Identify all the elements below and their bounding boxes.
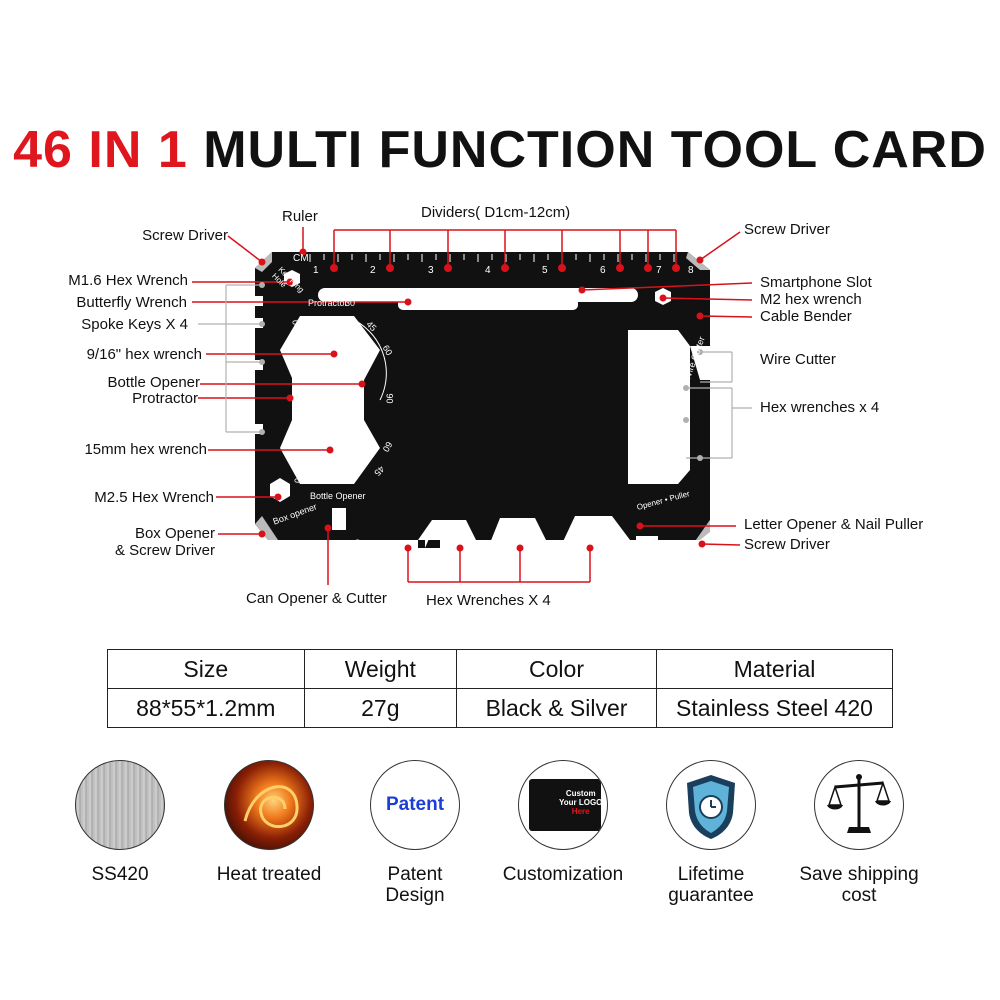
spec-value: 27g: [303, 688, 458, 728]
label-letter-opener: Letter Opener & Nail Puller: [744, 516, 924, 533]
feature-ss420: SS420: [45, 760, 195, 885]
bottom-teeth-edge: [418, 516, 630, 548]
label-9-16-hex-wrench: 9/16" hex wrench: [86, 346, 202, 363]
bottom-left-screwdriver: [255, 516, 278, 540]
title-text: MULTI FUNCTION TOOL CARD: [203, 121, 987, 179]
spoke-key-notches: [255, 296, 263, 434]
protractor-mark: 0: [293, 477, 304, 484]
grey-dots: [259, 282, 703, 461]
ruler-number: 4: [485, 265, 491, 276]
shield-icon: [687, 775, 735, 839]
label-butterfly-wrench: Butterfly Wrench: [76, 294, 187, 311]
feature-label: Lifetime guarantee: [668, 864, 754, 906]
custom-card-icon: Custom Your LOGO Here: [518, 760, 608, 850]
label-wire-cutter: Wire Cutter: [760, 351, 836, 368]
balance-scale-icon: [814, 760, 904, 850]
label-smartphone-slot: Smartphone Slot: [760, 274, 872, 291]
ruler-number: 6: [600, 265, 606, 276]
label-screw-driver-top-right: Screw Driver: [744, 221, 830, 238]
label-cable-bender: Cable Bender: [760, 308, 852, 325]
spec-header: Weight: [303, 649, 458, 689]
shield-clock-icon: [666, 760, 756, 850]
label-box-opener: Box Opener: [134, 525, 215, 542]
can-opener-notch: [332, 508, 346, 530]
heat-swirl-icon: [243, 785, 299, 829]
tool-card-illustration: [192, 227, 753, 585]
brushed-steel-icon: [75, 760, 165, 850]
protractor-mark: 90: [384, 393, 395, 404]
label-hex-wrenches-x4-right: Hex wrenches x 4: [760, 399, 880, 416]
feature-label: Save shipping cost: [799, 864, 919, 906]
label-spoke-keys: Spoke Keys X 4: [81, 316, 188, 333]
protractor-word: Protractor: [308, 298, 348, 308]
label-protractor: Protractor: [132, 390, 198, 407]
feature-heat-treated: Heat treated: [194, 760, 344, 885]
bottle-opener-engraving: Bottle Opener: [310, 491, 366, 501]
large-hex-cutout: [280, 316, 380, 484]
feature-label: SS420: [91, 864, 149, 885]
ruler-number: 3: [428, 265, 434, 276]
spec-value: 88*55*1.2mm: [107, 688, 305, 728]
title-count: 46 IN 1: [13, 121, 188, 179]
tool-card-diagram: CM 1 2 3 4 5 6 7 8 Key Ring Hole Protrac…: [0, 190, 1000, 620]
feature-label: Customization: [502, 864, 624, 885]
custom-logo-text: Custom Your LOGO Here: [559, 789, 603, 816]
label-bottle-opener: Bottle Opener: [107, 374, 200, 391]
patent-icon: Patent: [370, 760, 460, 850]
label-15mm-hex-wrench: 15mm hex wrench: [84, 441, 207, 458]
grey-brackets: [198, 284, 752, 459]
label-dividers: Dividers( D1cm-12cm): [421, 204, 571, 221]
label-can-opener: Can Opener & Cutter: [246, 590, 387, 607]
spec-header: Material: [656, 649, 893, 689]
ruler-number: 5: [542, 265, 548, 276]
label-screw-driver-bottom-right: Screw Driver: [744, 536, 830, 553]
spec-value: Black & Silver: [456, 688, 657, 728]
label-m2-hex-wrench: M2 hex wrench: [760, 291, 862, 308]
page-title: 46 IN 1 MULTI FUNCTION TOOL CARD: [0, 122, 1000, 178]
ruler-number: 2: [370, 265, 376, 276]
bottom-right-screwdriver: [696, 520, 710, 540]
leader-lines: [192, 227, 753, 585]
right-hex-cutout: [628, 330, 690, 484]
label-ruler: Ruler: [282, 208, 318, 225]
letter-opener-slot: [636, 536, 658, 541]
ruler-number: 8: [688, 265, 694, 276]
heat-treat-icon: [224, 760, 314, 850]
label-screw-driver-top-left: Screw Driver: [142, 227, 228, 244]
feature-shipping: Save shipping cost: [784, 760, 934, 906]
dividers-bracket: [333, 229, 677, 268]
feature-label: Patent Design: [385, 864, 445, 906]
spec-table: Size Weight Color Material 88*55*1.2mm 2…: [107, 649, 893, 728]
leader-dots: [258, 248, 706, 552]
protractor-mark: 0: [291, 319, 302, 326]
label-m16-hex-wrench: M1.6 Hex Wrench: [68, 272, 188, 289]
spec-header-row: Size Weight Color Material: [107, 649, 893, 689]
spec-value: Stainless Steel 420: [656, 688, 893, 728]
spec-header: Color: [456, 649, 657, 689]
patent-word: Patent: [385, 794, 445, 815]
ruler-unit: CM: [293, 253, 309, 264]
card-body: [255, 252, 710, 548]
spec-value-row: 88*55*1.2mm 27g Black & Silver Stainless…: [107, 688, 893, 728]
ruler-number: 7: [656, 265, 662, 276]
wire-cutter-notch: [690, 346, 712, 380]
scale-icon: [827, 774, 891, 833]
feature-patent: Patent Patent Design: [340, 760, 490, 906]
mini-card: [529, 779, 601, 831]
slot-step: [398, 296, 578, 310]
feature-customization: Custom Your LOGO Here Customization: [488, 760, 638, 885]
spec-header: Size: [107, 649, 305, 689]
ruler-ticks: [309, 254, 675, 262]
label-box-opener-screwdriver: & Screw Driver: [114, 542, 215, 559]
ruler-number: 1: [313, 265, 319, 276]
label-m25-hex-wrench: M2.5 Hex Wrench: [94, 489, 214, 506]
divider-dots: [330, 264, 680, 272]
label-hex-wrenches-x4-bottom: Hex Wrenches X 4: [426, 592, 551, 609]
feature-label: Heat treated: [216, 864, 322, 885]
cutter-engraving: Cutter: [354, 538, 379, 548]
feature-lifetime: Lifetime guarantee: [636, 760, 786, 906]
protractor-arc: [349, 317, 387, 401]
protractor-mark: 30: [345, 298, 356, 308]
